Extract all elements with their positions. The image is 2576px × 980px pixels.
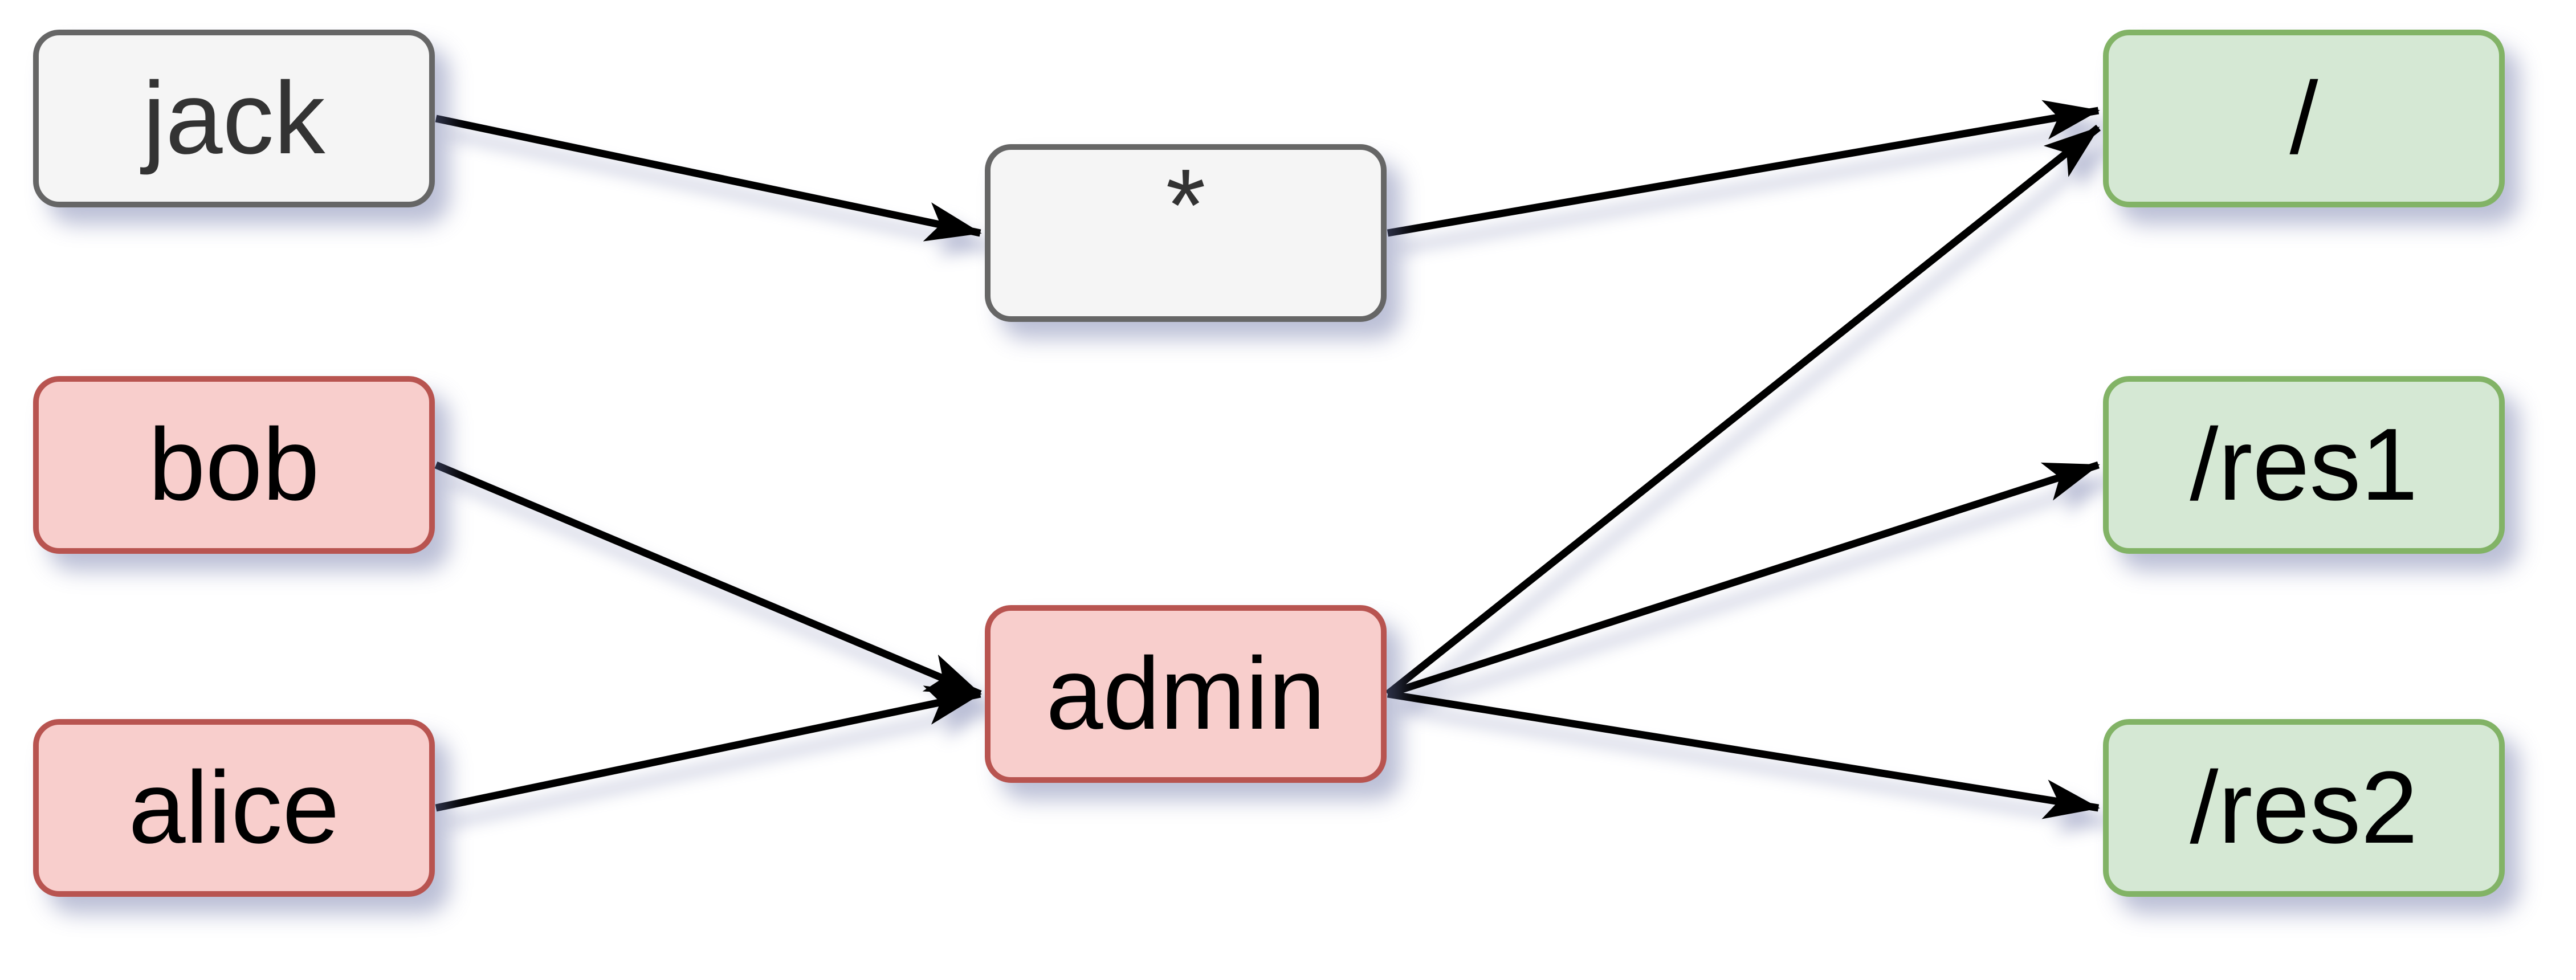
edge-star-root [1387, 100, 2100, 237]
edge-admin-res2 [1387, 690, 2100, 819]
node-label: /res1 [2190, 407, 2418, 522]
node-admin: admin [985, 605, 1387, 783]
node-label: jack [142, 61, 325, 175]
node-label: / [2289, 61, 2318, 175]
node-label: /res2 [2190, 750, 2418, 865]
node-bob: bob [33, 376, 435, 554]
node-res2: /res2 [2103, 719, 2505, 897]
edge-alice-admin [435, 685, 982, 812]
node-label: alice [128, 750, 340, 865]
node-label: * [1165, 148, 1206, 263]
node-label: admin [1046, 636, 1326, 751]
edge-admin-root [1385, 124, 2101, 697]
node-root: / [2103, 30, 2505, 207]
node-alice: alice [33, 719, 435, 897]
node-star: * [985, 144, 1387, 322]
node-label: bob [148, 407, 320, 522]
edge-jack-star [435, 115, 982, 242]
node-jack: jack [33, 30, 435, 207]
edge-bob-admin [434, 462, 982, 697]
node-res1: /res1 [2103, 376, 2505, 554]
edge-admin-res1 [1387, 461, 2100, 698]
